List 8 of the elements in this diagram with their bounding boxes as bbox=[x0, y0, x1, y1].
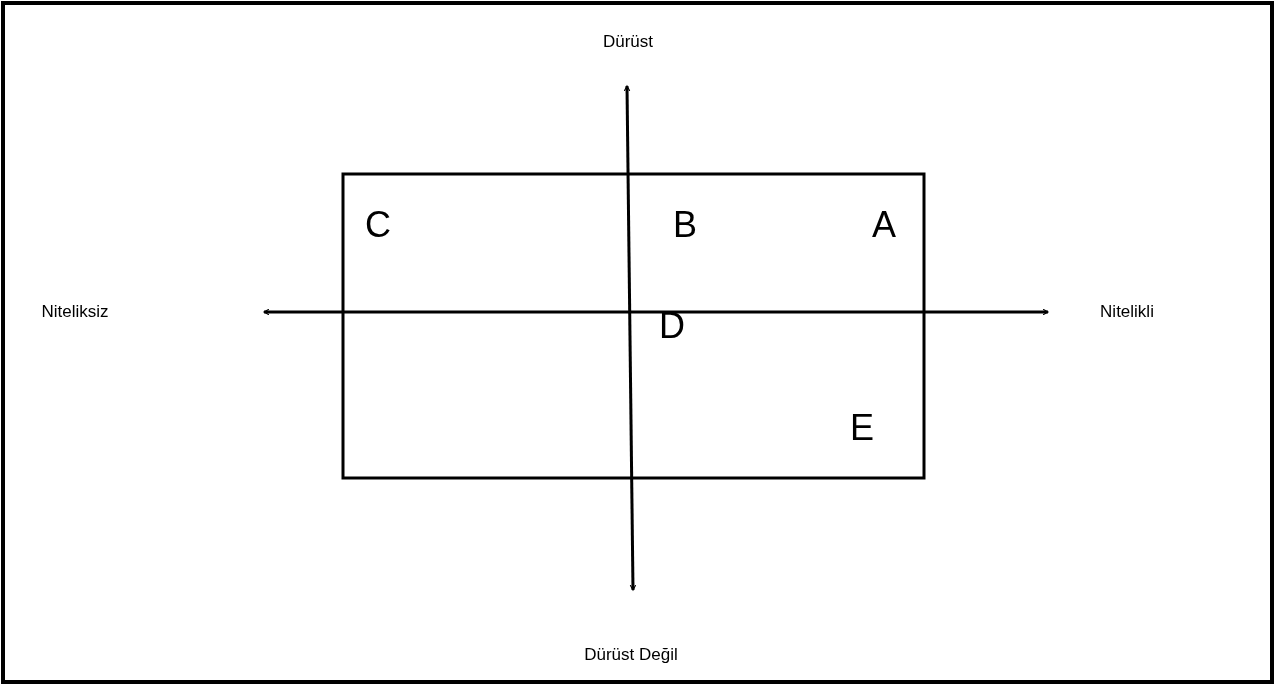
quadrant-letter: E bbox=[850, 407, 874, 449]
quadrant-letter: C bbox=[365, 204, 391, 246]
axis-label: Dürüst Değil bbox=[584, 645, 678, 665]
quadrant-letter: B bbox=[673, 204, 697, 246]
axis-label: Nitelikli bbox=[1100, 302, 1154, 322]
quadrant-letter: A bbox=[872, 204, 896, 246]
axis-label: Dürüst bbox=[602, 32, 654, 52]
axis-label: Niteliksiz bbox=[41, 302, 109, 322]
